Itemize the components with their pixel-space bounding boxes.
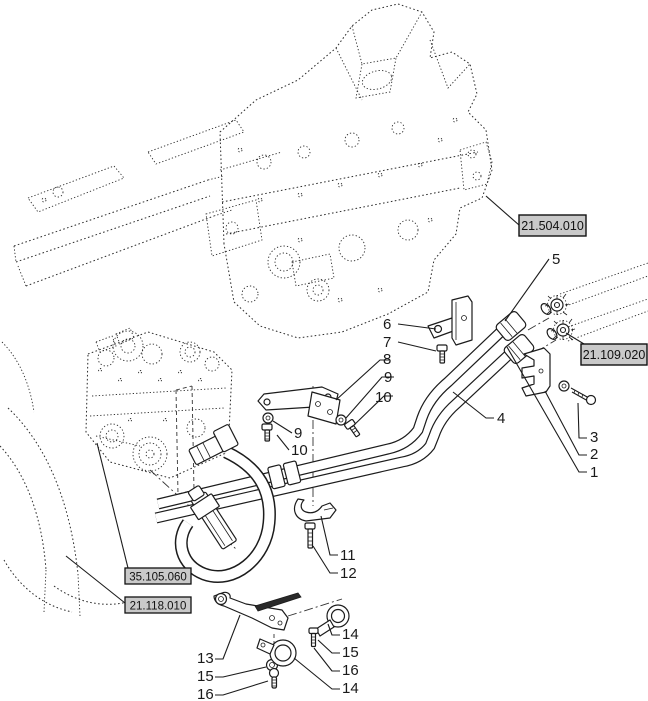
hydraulic-pipes xyxy=(154,311,535,524)
hose-straight-fitting xyxy=(187,485,237,550)
ref-box-35-105-060[interactable]: 35.105.060 xyxy=(124,567,192,585)
bolt-16 xyxy=(268,667,280,689)
ref-box-label: 21.109.020 xyxy=(583,348,646,362)
callout-3[interactable]: 3 xyxy=(590,429,598,446)
hose-elbow-fitting xyxy=(188,424,239,465)
callout-1[interactable]: 1 xyxy=(590,464,598,481)
clamp-2 xyxy=(521,347,551,397)
pipe-end-sleeve xyxy=(503,334,535,364)
callout-10[interactable]: 10 xyxy=(375,389,392,406)
callout-numbers: 5 6 7 8 9 10 9 10 4 3 2 1 11 12 13 15 16… xyxy=(197,251,598,701)
callout-14b[interactable]: 14 xyxy=(342,680,359,697)
bolt-holes xyxy=(237,117,458,303)
leader-lines xyxy=(65,195,587,696)
hook-clamp-11 xyxy=(293,498,337,522)
bolt-10 xyxy=(261,423,273,442)
callout-11[interactable]: 11 xyxy=(340,547,356,564)
callout-12[interactable]: 12 xyxy=(340,565,357,582)
callout-15[interactable]: 15 xyxy=(197,668,214,685)
lever-bracket-13 xyxy=(213,591,302,631)
bolt-12 xyxy=(304,522,316,549)
bracket-6-flag xyxy=(427,295,473,346)
p-clip-14-top xyxy=(315,604,350,637)
bolt-7 xyxy=(436,344,448,364)
callout-9b[interactable]: 9 xyxy=(294,425,302,442)
bolt-16b xyxy=(308,627,319,648)
loop-clamp-14-bottom xyxy=(256,638,297,667)
washer-9b xyxy=(335,414,347,426)
bolt-3-pin xyxy=(570,387,597,406)
callout-16b[interactable]: 16 xyxy=(342,662,359,679)
ref-box-label: 21.504.010 xyxy=(521,219,584,233)
quick-couplers xyxy=(540,293,576,341)
bracket-8-strip xyxy=(257,386,341,425)
ref-box-label: 35.105.060 xyxy=(129,572,187,584)
bolt-10b xyxy=(344,419,361,438)
hydraulic-pump-sketch xyxy=(85,327,233,495)
side-bracket-sketch xyxy=(459,141,493,191)
ref-box-label: 21.118.010 xyxy=(130,601,187,613)
ref-box-21-504-010[interactable]: 21.504.010 xyxy=(518,214,587,237)
callout-13[interactable]: 13 xyxy=(197,650,214,667)
ref-box-21-118-010[interactable]: 21.118.010 xyxy=(124,596,192,614)
callout-9[interactable]: 9 xyxy=(384,369,392,386)
ref-box-21-109-020[interactable]: 21.109.020 xyxy=(580,343,648,366)
washer-9 xyxy=(262,412,274,424)
hydraulic-hose xyxy=(174,424,276,583)
callout-2[interactable]: 2 xyxy=(590,446,598,463)
callout-4[interactable]: 4 xyxy=(497,410,505,427)
coupler xyxy=(540,293,570,316)
transmission-housing-sketch xyxy=(205,3,493,339)
frame-rails-sketch xyxy=(13,119,245,287)
callout-7[interactable]: 7 xyxy=(383,334,391,351)
callout-16[interactable]: 16 xyxy=(197,686,214,701)
tube-sleeves xyxy=(267,460,302,490)
fender-sketch xyxy=(0,341,129,617)
callout-6[interactable]: 6 xyxy=(383,316,391,333)
callout-14[interactable]: 14 xyxy=(342,626,359,643)
callout-10b[interactable]: 10 xyxy=(291,442,308,459)
callout-5[interactable]: 5 xyxy=(552,251,560,268)
callout-8[interactable]: 8 xyxy=(383,351,391,368)
callout-15b[interactable]: 15 xyxy=(342,644,359,661)
washer-3 xyxy=(558,380,570,392)
coupler xyxy=(546,318,576,341)
pipe-end-sleeve xyxy=(495,311,527,341)
